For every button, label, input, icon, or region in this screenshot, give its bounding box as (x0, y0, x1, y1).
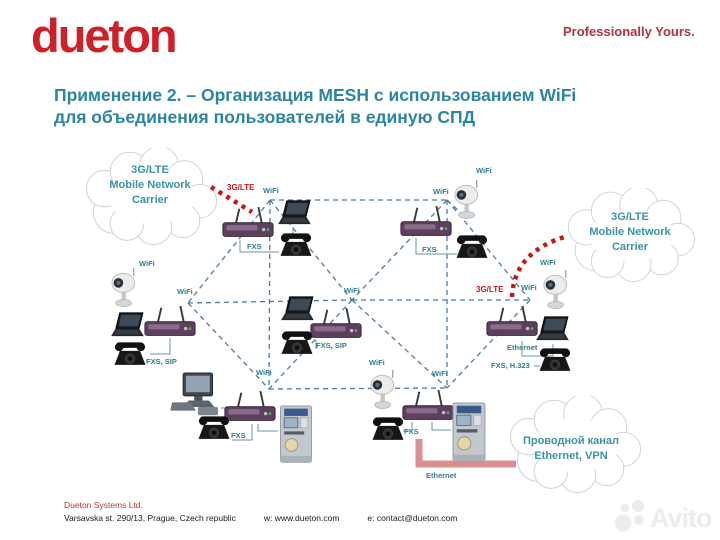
ip-camera-icon (543, 270, 568, 310)
label-ethernet-e: Ethernet (507, 343, 538, 352)
label-wifi-node-g: WiFi (432, 369, 448, 378)
slide-title: Применение 2. – Организация MESH с испол… (54, 84, 704, 128)
label-lte-left: 3G/LTE (227, 183, 255, 192)
router-icon (310, 307, 362, 339)
footer-web: w: www.dueton.com (263, 513, 340, 523)
label-wifi-node-d: WiFi (344, 286, 360, 295)
label-wifi-node-f: WiFi (256, 368, 272, 377)
cloud-caption-mobile-left: 3G/LTE Mobile Network Carrier (109, 164, 191, 206)
ip-camera-icon (370, 370, 395, 410)
avito-watermark-text: Avito (650, 502, 712, 533)
laptop-icon (277, 200, 312, 225)
footer-company: Dueton Systems Ltd. (64, 500, 143, 510)
label-fxs-b: FXS (422, 245, 437, 254)
avito-logo-icon (614, 500, 644, 532)
cloud-caption-wired: Проводной канал Ethernet, VPN (522, 435, 620, 462)
slide-title-line2: для объединения пользователей в единую С… (54, 107, 476, 127)
footer-email: e: contact@dueton.com (367, 513, 458, 523)
desktop-pc-icon (170, 372, 219, 416)
label-fxs-a: FXS (247, 242, 262, 251)
phone-icon (456, 235, 488, 259)
label-fxs-f: FXS (231, 431, 246, 440)
label-fxs-g: FXS (404, 427, 419, 436)
lte-links (209, 185, 569, 298)
laptop-icon (280, 296, 315, 321)
label-ethernet-g: Ethernet (426, 471, 457, 480)
label-wifi-node-a: WiFi (263, 186, 279, 195)
label-wifi-camera-e: WiFi (540, 258, 556, 267)
router-icon (224, 390, 276, 422)
label-wifi-node-e: WiFi (521, 283, 537, 292)
label-wifi-node-c: WiFi (177, 287, 193, 296)
ip-camera-icon (454, 180, 479, 220)
label-wifi-camera-g: WiFi (369, 358, 385, 367)
atm-icon (452, 402, 486, 462)
phone-icon (372, 417, 404, 441)
atm-icon (280, 405, 312, 463)
logo-tagline: Professionally Yours. (563, 24, 695, 39)
phone-icon (280, 233, 312, 257)
label-fxs-h323-e: FXS, H.323 (491, 361, 530, 370)
device-connectors (150, 227, 554, 441)
router-icon (222, 206, 274, 238)
label-fxs-sip-d: FXS, SIP (316, 341, 347, 350)
ethernet-link (415, 439, 516, 468)
phone-icon (114, 342, 146, 366)
ip-camera-icon (111, 268, 136, 308)
cloud-caption-mobile-right: 3G/LTE Mobile Network Carrier (589, 211, 671, 253)
footer-contacts: Varsavska st. 290/13, Prague, Czech repu… (64, 512, 485, 525)
router-icon (402, 389, 454, 421)
router-icon (486, 305, 538, 337)
router-icon (144, 305, 196, 337)
slide-footer: Dueton Systems Ltd. Varsavska st. 290/13… (64, 499, 485, 525)
company-logo: dueton (31, 9, 178, 62)
label-wifi-camera-c: WiFi (139, 259, 155, 268)
label-wifi-node-b: WiFi (433, 187, 449, 196)
laptop-icon (535, 316, 570, 341)
label-wifi-camera-b: WiFi (476, 166, 492, 175)
phone-icon (539, 348, 571, 372)
avito-watermark: Avito (612, 497, 718, 539)
footer-address: Varsavska st. 290/13, Prague, Czech repu… (64, 513, 236, 523)
router-icon (400, 205, 452, 237)
phone-icon (198, 416, 230, 440)
slide-title-line1: Применение 2. – Организация MESH с испол… (54, 85, 577, 105)
laptop-icon (110, 312, 145, 337)
label-fxs-sip-c: FXS, SIP (146, 357, 177, 366)
phone-icon (281, 331, 313, 355)
label-lte-right: 3G/LTE (476, 285, 504, 294)
